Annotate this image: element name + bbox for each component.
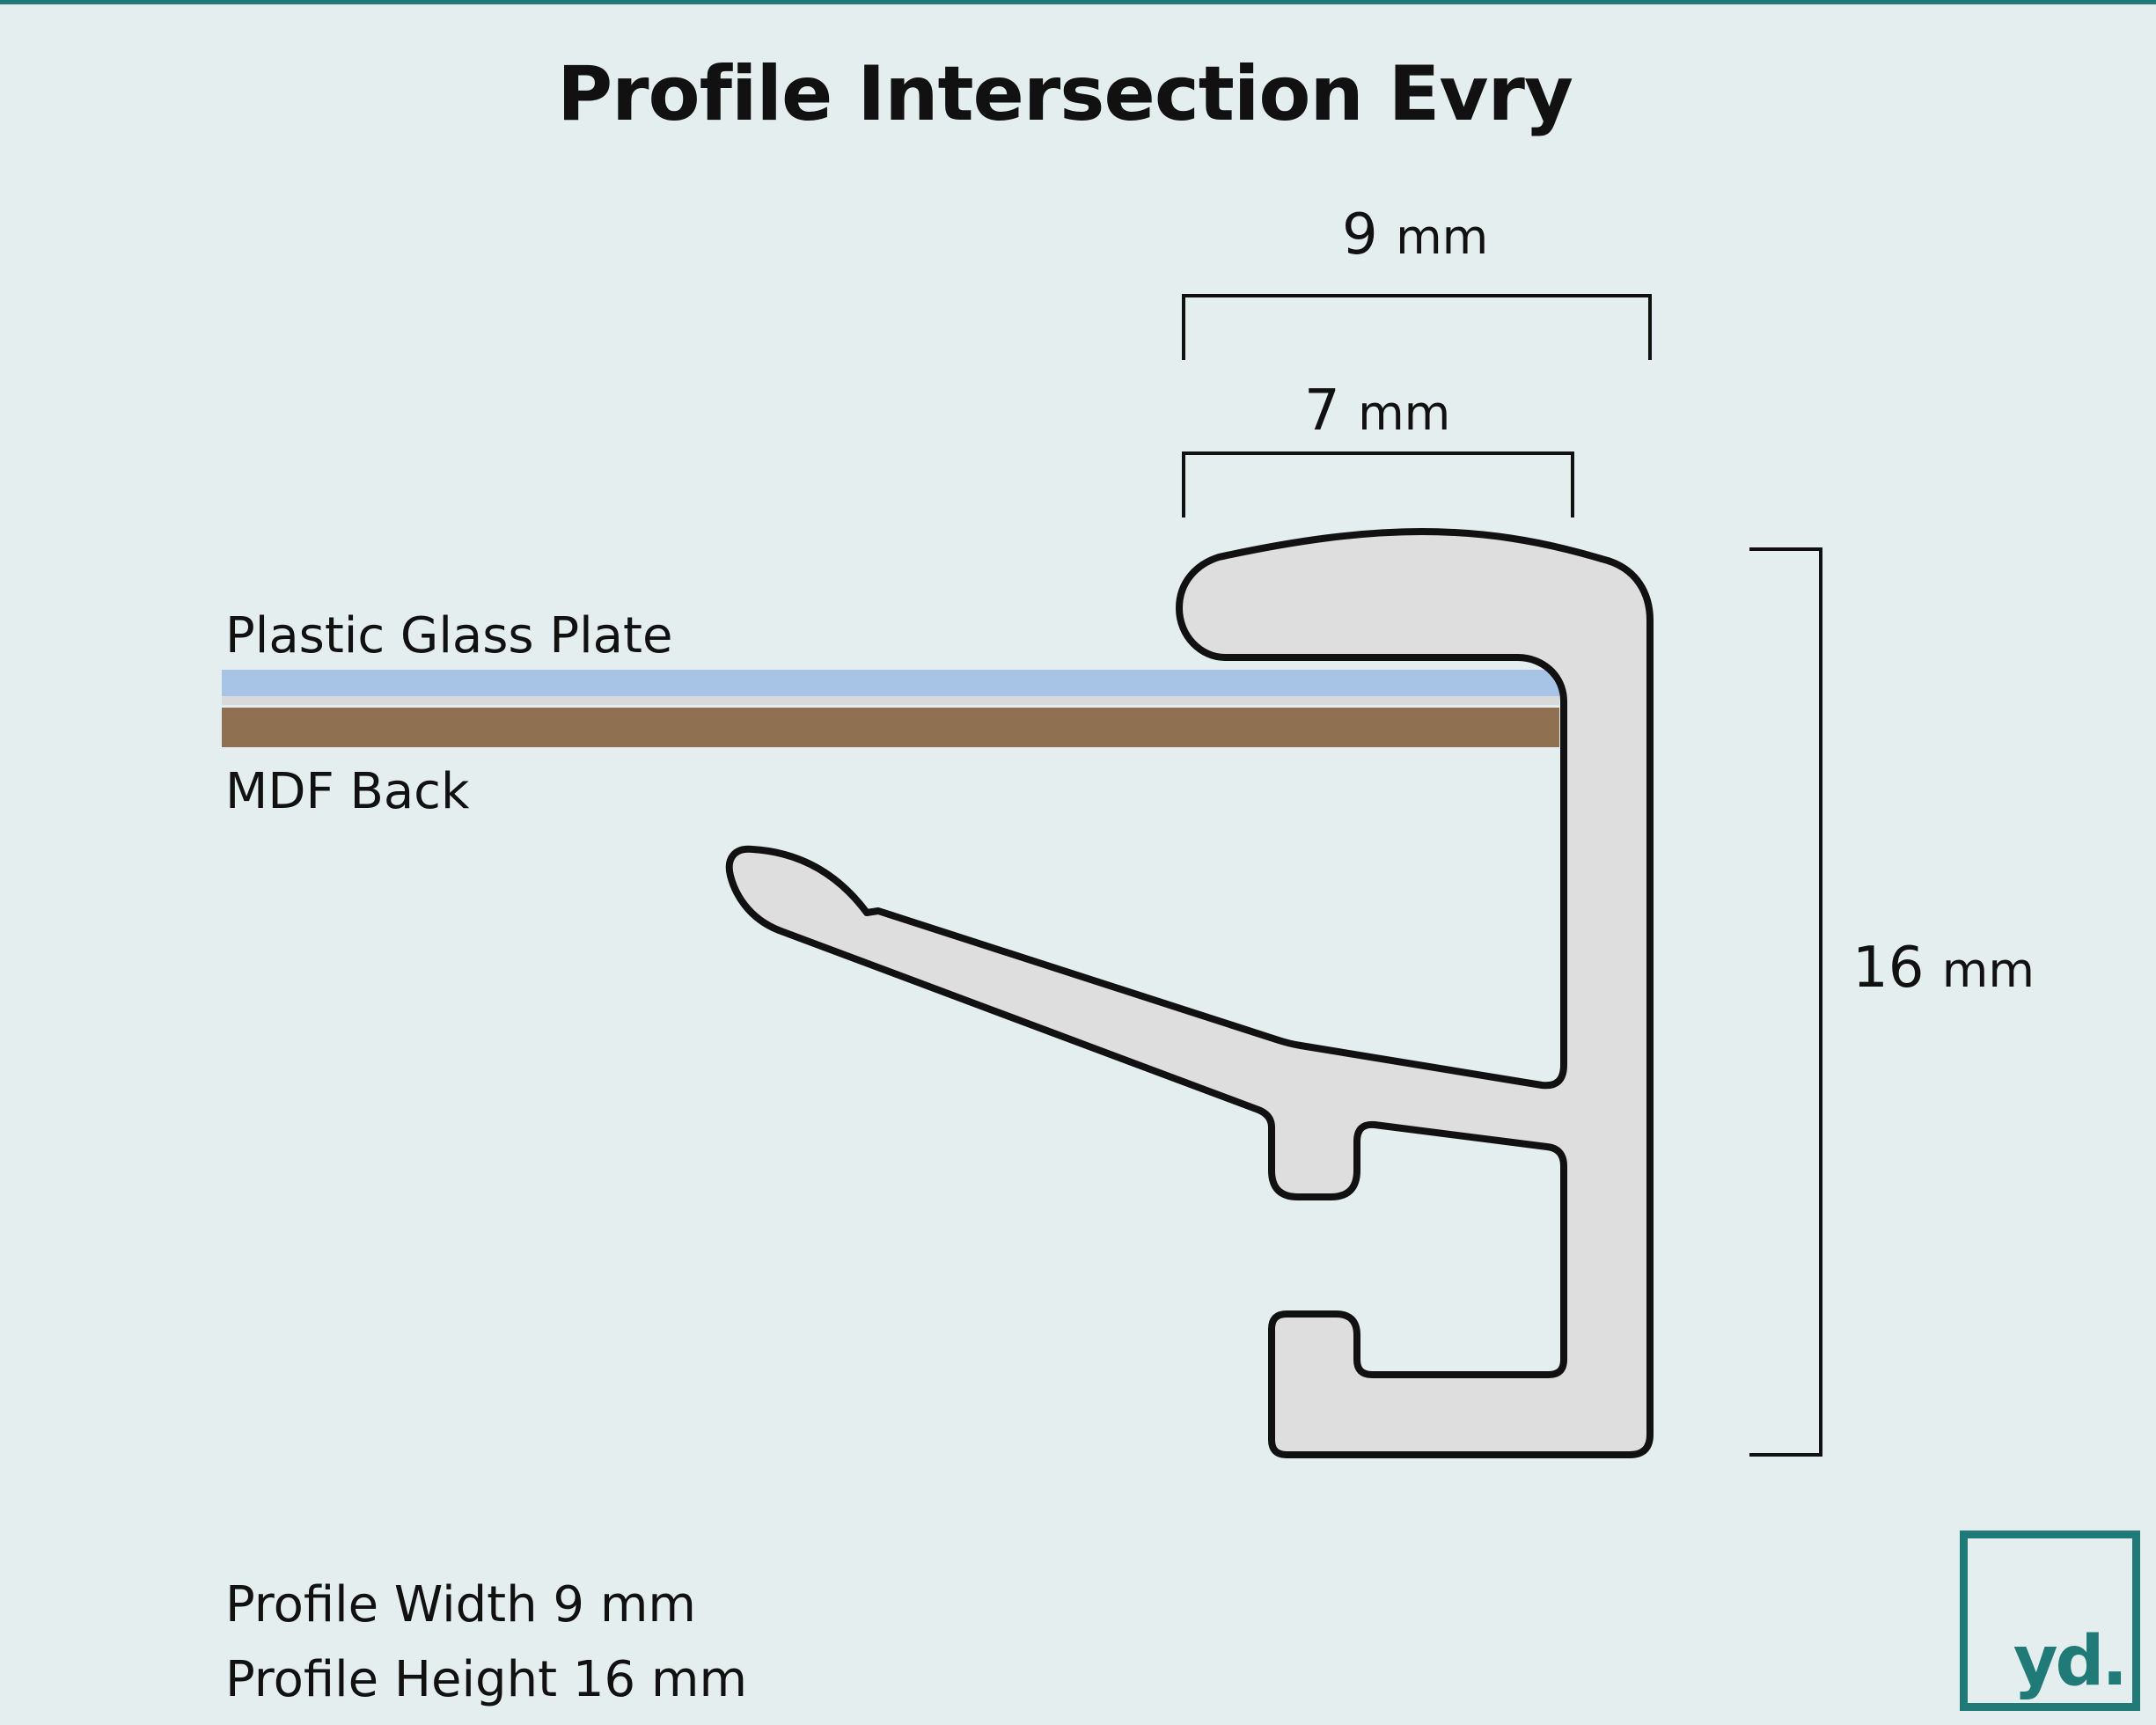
mdf-back-layer — [222, 708, 1559, 747]
glass-plate-layer — [222, 670, 1559, 696]
profile-width-spec: Profile Width 9 mm — [225, 1576, 696, 1633]
dimension-bracket-9mm — [1182, 294, 1652, 360]
diagram-title: Profile Intersection Evry — [557, 50, 1573, 138]
inner-width-unit: mm — [1358, 385, 1451, 441]
profile-drawing — [222, 294, 1822, 1458]
height-value: 16 — [1852, 936, 1925, 1001]
dimension-bracket-7mm — [1182, 451, 1574, 518]
profile-height-spec: Profile Height 16 mm — [225, 1651, 748, 1708]
brand-logo: yd. — [1960, 1530, 2140, 1711]
height-label: 16 mm — [1852, 936, 2035, 1001]
glass-plate-label: Plastic Glass Plate — [225, 607, 673, 664]
inner-width-label: 7 mm — [1304, 378, 1450, 444]
height-unit: mm — [1941, 943, 2035, 998]
outer-width-label: 9 mm — [1342, 202, 1488, 268]
glass-plate-gap — [222, 696, 1559, 705]
inner-width-value: 7 — [1304, 378, 1340, 444]
dimension-bracket-16mm — [1749, 547, 1822, 1457]
outer-width-value: 9 — [1342, 202, 1378, 268]
brand-logo-text: yd. — [2013, 1622, 2128, 1701]
mdf-back-label: MDF Back — [225, 763, 470, 820]
outer-width-unit: mm — [1396, 209, 1489, 265]
frame-profile-shape — [725, 528, 1654, 1458]
